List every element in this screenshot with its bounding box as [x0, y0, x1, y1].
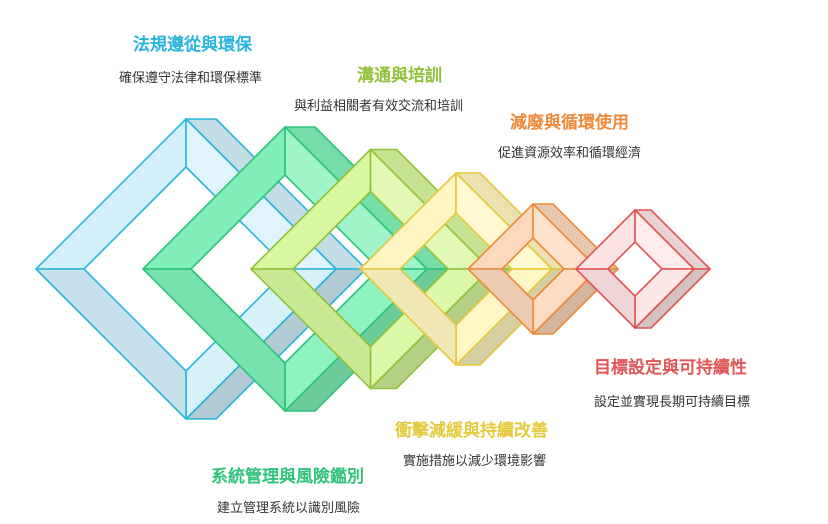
chain-link-6-face-bl	[575, 268, 636, 329]
step-4-desc: 實施措施以減少環境影響	[403, 454, 547, 469]
chain-link-1-face-bl	[35, 268, 187, 420]
step-5-label: 減廢與循環使用 促進資源效率和循環經濟	[498, 108, 641, 161]
step-5-desc: 促進資源效率和循環經濟	[498, 146, 642, 161]
step-3-label: 溝通與培訓 與利益相關者有效交流和培訓	[294, 61, 463, 114]
chain-link-3-face-bl	[250, 268, 372, 390]
chain-link-1-face-tl	[35, 118, 187, 270]
chain-link-4-face-bl	[359, 268, 457, 366]
step-4-title: 衝擊減緩與持續改善	[395, 421, 548, 441]
step-5-title: 減廢與循環使用	[510, 113, 629, 133]
step-2-title: 系統管理與風險鑑別	[211, 467, 364, 487]
chain-link-5-face-bl	[467, 268, 534, 335]
step-6-title: 目標設定與可持續性	[594, 358, 747, 378]
step-3-title: 溝通與培訓	[357, 66, 442, 86]
chain-link-6-face-br	[634, 268, 695, 329]
step-4-label: 衝擊減緩與持續改善 實施措施以減少環境影響	[395, 416, 548, 469]
step-2-label: 系統管理與風險鑑別 建立管理系統以識別風險	[211, 462, 364, 516]
step-1-desc: 確保遵守法律和環保標準	[119, 71, 263, 86]
step-3-desc: 與利益相關者有效交流和培訓	[294, 99, 464, 114]
chain-link-2-face-bl	[142, 268, 286, 412]
step-2-desc: 建立管理系統以識別風險	[217, 501, 361, 516]
chain-link-6	[575, 209, 711, 329]
step-1-label: 法規遵從與環保 確保遵守法律和環保標準	[119, 30, 262, 86]
step-6-desc: 設定並實現長期可持續目標	[594, 395, 751, 410]
step-6-label: 目標設定與可持續性 設定並實現長期可持續目標	[594, 353, 750, 410]
step-1-title: 法規遵從與環保	[133, 35, 252, 55]
chain-link-6-face-tr	[634, 209, 695, 270]
